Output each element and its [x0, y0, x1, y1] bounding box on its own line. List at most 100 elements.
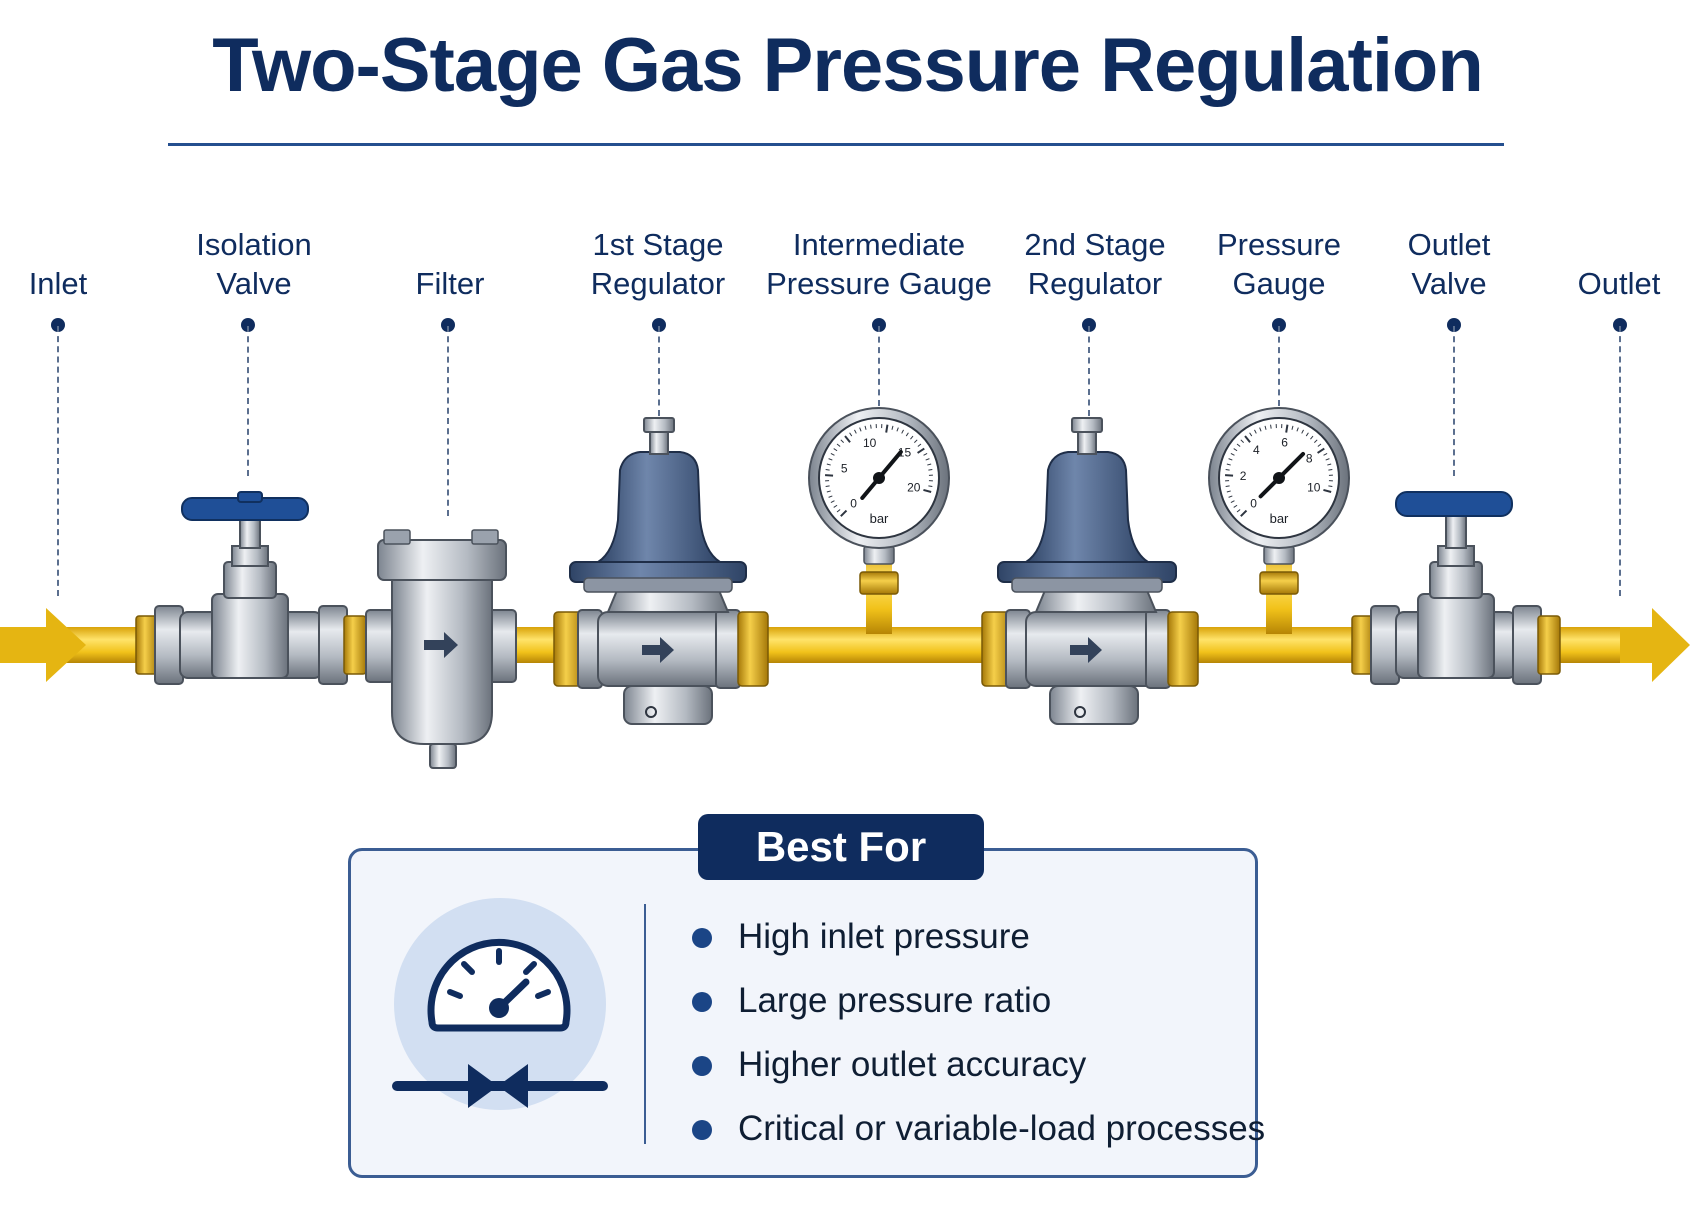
bullet-dot — [692, 992, 712, 1012]
gauge-tick — [1310, 435, 1314, 440]
gauge-tick — [1296, 427, 1299, 432]
gauge-tick-label: 0 — [1250, 496, 1257, 510]
best-for-item: Higher outlet accuracy — [690, 1033, 1265, 1097]
leader-line-outlet-valve — [1453, 326, 1455, 476]
outlet-flow-arrow — [1620, 608, 1690, 682]
isolation-valve — [135, 491, 367, 685]
label-inlet-line-1: Inlet — [28, 266, 88, 301]
best-for-item-text: Critical or variable-load processes — [738, 1109, 1266, 1148]
gauge-tick — [825, 469, 830, 471]
gauge-tick — [1228, 458, 1233, 461]
label-intermediate-pressure-gauge-line-1: Intermediate — [792, 227, 966, 262]
gauge-tick-label: 4 — [1253, 443, 1260, 457]
best-for-item-text: Higher outlet accuracy — [738, 1045, 1087, 1084]
gauge-tick — [1325, 458, 1330, 461]
filter — [365, 529, 517, 769]
leader-line-2nd-stage-regulator — [1088, 326, 1090, 416]
gauge-tick — [1236, 443, 1241, 447]
gauge-tick — [864, 425, 867, 430]
gauge-tick — [1249, 432, 1253, 437]
2nd-stage-regulator — [981, 417, 1199, 725]
gauge-tick — [925, 458, 930, 461]
gauge-tick — [826, 490, 831, 493]
label-outlet-valve-line-1: Outlet — [1407, 227, 1491, 262]
gauge-tick-label: 20 — [907, 480, 921, 494]
gauge-tick — [905, 432, 909, 437]
gauge-tick — [917, 443, 922, 447]
gauge-tick-label: 0 — [850, 496, 857, 510]
gauge-tick — [901, 429, 904, 434]
gauge-tick — [923, 488, 932, 493]
gauge-tick — [1230, 500, 1235, 503]
gauge-unit-label: bar — [870, 511, 889, 526]
label-isolation-valve-line-2: Valve — [216, 266, 292, 301]
gauge-tick — [840, 439, 844, 443]
leader-line-inlet — [57, 326, 59, 596]
leader-dot-pressure-gauge — [1272, 318, 1286, 332]
gauge-tick-label: 5 — [841, 462, 848, 476]
gauge-tick — [1225, 485, 1230, 487]
gauge-tick — [1323, 453, 1328, 456]
label-1st-stage-regulator: 1st Stage Regulator — [538, 225, 778, 303]
gauge-tick — [1236, 509, 1241, 513]
label-1st-stage-regulator-line-1: 1st Stage — [592, 227, 724, 262]
gauge-tick — [896, 427, 899, 432]
gauge-tick — [1291, 425, 1294, 430]
label-2nd-stage-regulator: 2nd Stage Regulator — [975, 225, 1215, 303]
gauge-tick-label: 2 — [1240, 469, 1247, 483]
gauge-tick — [826, 463, 831, 466]
gauge-tick — [1233, 448, 1238, 452]
best-for-item-text: High inlet pressure — [738, 917, 1030, 956]
1st-stage-regulator — [553, 417, 769, 725]
gauge-tick — [836, 509, 841, 513]
gauge-tick — [1244, 435, 1251, 443]
gauge-tick — [844, 435, 851, 443]
leader-line-isolation-valve — [247, 326, 249, 476]
outlet-valve — [1351, 491, 1561, 685]
label-outlet-valve-line-2: Valve — [1411, 266, 1487, 301]
gauge-tick-label: 10 — [863, 436, 877, 450]
gauge-tick — [825, 485, 830, 487]
gauge-tick-label: 10 — [1307, 480, 1321, 494]
label-outlet-valve: Outlet Valve — [1329, 225, 1569, 303]
leader-line-outlet — [1619, 326, 1621, 596]
gauge-tick — [1230, 453, 1235, 456]
gauge-tick — [1301, 429, 1304, 434]
gauge-tick-label: 6 — [1281, 435, 1288, 449]
gauge-valve-icon — [392, 898, 608, 1110]
leader-dot-1st-stage-regulator — [652, 318, 666, 332]
gauge-tick — [928, 469, 933, 471]
gauge-tick — [914, 439, 918, 443]
best-for-item: Critical or variable-load processes — [690, 1097, 1265, 1161]
gauge-tick — [1259, 427, 1262, 432]
gauge-tick — [830, 500, 835, 503]
best-for-divider — [644, 904, 646, 1144]
label-outlet: Outlet — [1499, 264, 1695, 303]
gauge-tick — [1285, 424, 1289, 433]
gauge-unit-label: bar — [1270, 511, 1289, 526]
gauge-tick — [830, 453, 835, 456]
best-for-item: Large pressure ratio — [690, 969, 1265, 1033]
inlet-flow-arrow — [0, 608, 86, 682]
gauge-tick — [1328, 469, 1333, 471]
best-for-list: High inlet pressure Large pressure ratio… — [690, 905, 1265, 1161]
gauge-tick — [833, 448, 838, 452]
label-filter-line-1: Filter — [415, 266, 485, 301]
gauge-tick — [1226, 490, 1231, 493]
bullet-dot — [692, 1056, 712, 1076]
gauge-tick — [828, 495, 833, 498]
leader-line-filter — [447, 326, 449, 516]
gauge-tick — [836, 443, 841, 447]
best-for-item-text: Large pressure ratio — [738, 981, 1052, 1020]
label-filter: Filter — [330, 264, 570, 303]
gauge-tick — [927, 463, 932, 466]
gauge-tick — [910, 435, 914, 440]
gauge-tick — [1228, 495, 1233, 498]
gauge-tick — [1233, 504, 1238, 508]
gauge-tick — [840, 509, 848, 517]
gauge-tick — [849, 432, 853, 437]
leader-dot-inlet — [51, 318, 65, 332]
gauge-tick — [1270, 424, 1272, 429]
gauge-tick — [1254, 429, 1257, 434]
label-1st-stage-regulator-line-2: Regulator — [590, 266, 726, 301]
